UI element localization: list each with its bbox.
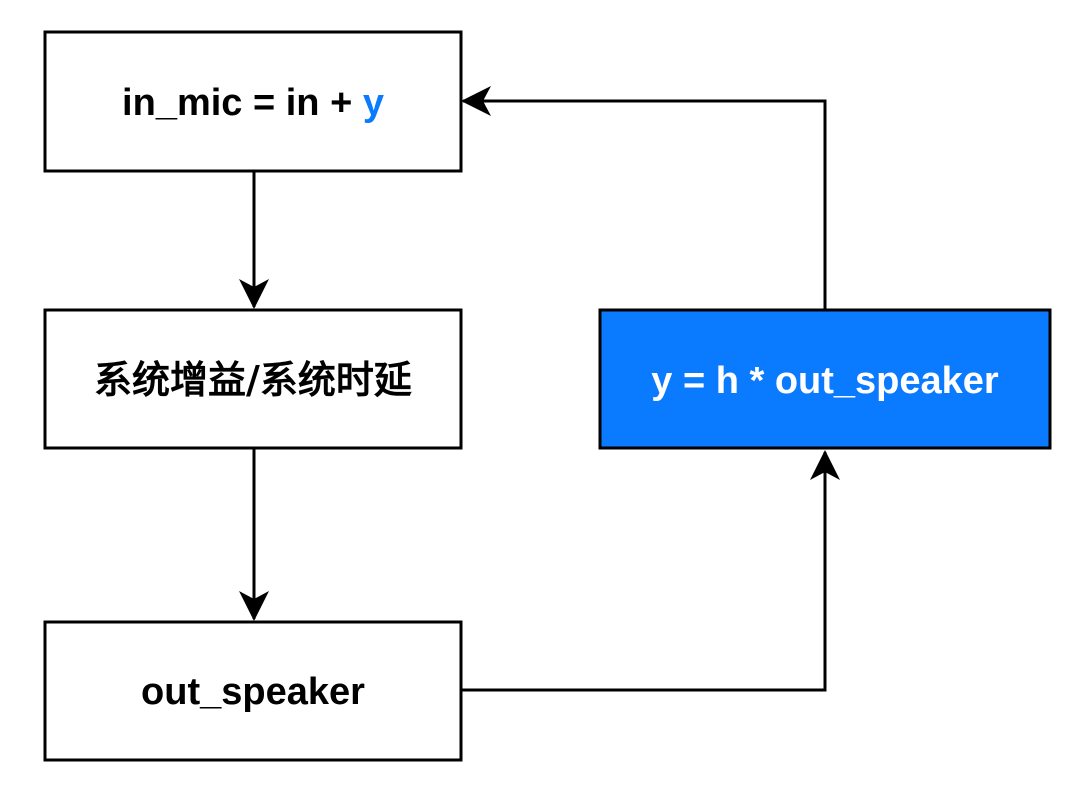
arrow-echo-path-to-in-mic [461,86,827,310]
node-system-label: 系统增益/系统时延 [94,358,412,402]
node-echo-path-box [598,308,1052,450]
node-out-speaker-box [43,620,463,762]
node-system: 系统增益/系统时延 [43,308,463,450]
node-system-box [43,308,463,450]
node-in-mic-label-prefix: in_mic = in + [122,82,363,124]
node-out-speaker-label: out_speaker [141,671,365,713]
node-in-mic: in_mic = in + y [43,30,463,173]
node-echo-path: y = h * out_speaker [598,308,1052,450]
node-in-mic-box [43,30,463,173]
node-in-mic-label-highlight: y [363,82,384,124]
node-out-speaker: out_speaker [43,620,463,762]
node-echo-path-label: y = h * out_speaker [651,360,999,402]
node-in-mic-label: in_mic = in + y [122,82,384,124]
arrow-out-speaker-to-echo-path [461,450,840,692]
